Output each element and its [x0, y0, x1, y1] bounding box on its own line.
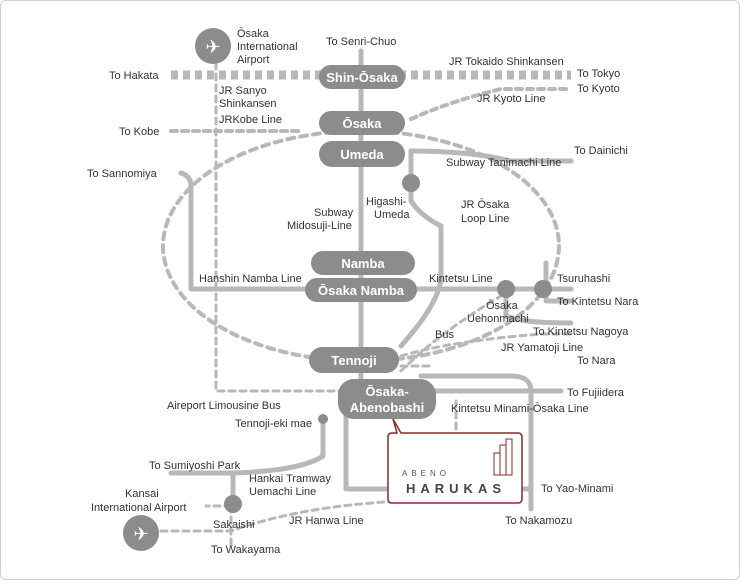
label-kansai-airport-1: Kansai — [125, 488, 159, 500]
label-to-kobe: To Kobe — [119, 126, 159, 138]
harukas-building-icon — [493, 438, 513, 476]
label-higashi-umeda-1: Higashi- — [366, 196, 407, 208]
logo-harukas: HARUKAS — [406, 481, 506, 496]
label-airport-itami-2: International — [237, 41, 298, 53]
label-jr-sanyo-2: Shinkansen — [219, 98, 277, 110]
label-jr-hanwa: JR Hanwa Line — [289, 515, 364, 527]
kintetsu-nagoya-line — [503, 290, 574, 326]
label-to-nara: To Nara — [577, 355, 616, 367]
label-subway-tanimachi: Subway Tanimachi Line — [446, 157, 561, 169]
label-airport-itami-3: Airport — [237, 54, 269, 66]
airplane-icon-kansai: ✈ — [133, 524, 148, 544]
svg-text:Namba: Namba — [341, 256, 385, 271]
label-to-yao-minami: To Yao-Minami — [541, 483, 613, 495]
label-to-dainichi: To Dainichi — [574, 145, 628, 157]
label-jr-osaka-loop-1: JR Ōsaka — [461, 199, 510, 211]
svg-text:Shin-Ōsaka: Shin-Ōsaka — [326, 70, 398, 85]
tanimachi-north — [408, 148, 574, 164]
abeno-harukas-callout[interactable]: ABENO HARUKAS — [387, 418, 523, 504]
label-to-sannomiya: To Sannomiya — [87, 168, 158, 180]
airplane-icon: ✈ — [205, 37, 220, 57]
hanshin-namba-line — [178, 170, 574, 292]
label-to-kintetsu-nara: To Kintetsu Nara — [557, 296, 639, 308]
label-hanshin-namba: Hanshin Namba Line — [199, 273, 302, 285]
station-umeda[interactable]: Umeda — [319, 141, 405, 167]
jr-kobe-kyoto-line — [169, 87, 573, 133]
label-subway-midosuji-2: Midosuji-Line — [287, 220, 352, 232]
station-tennoji[interactable]: Tennoji — [309, 347, 399, 373]
label-bus: Bus — [435, 329, 454, 341]
dot-higashi-umeda — [402, 174, 420, 192]
station-osaka-namba[interactable]: Ōsaka Namba — [305, 278, 417, 302]
label-subway-midosuji-1: Subway — [314, 207, 354, 219]
dot-tennoji-eki-mae — [318, 414, 328, 424]
label-to-wakayama: To Wakayama — [211, 544, 281, 556]
svg-text:Ōsaka: Ōsaka — [342, 116, 382, 131]
dot-sakaishi — [224, 495, 242, 513]
label-kansai-airport-2: International Airport — [91, 502, 186, 514]
station-namba[interactable]: Namba — [311, 251, 415, 275]
label-airport-limousine-bus: Aireport Limousine Bus — [167, 400, 281, 412]
tanimachi-line — [398, 148, 444, 349]
label-to-kyoto: To Kyoto — [577, 83, 620, 95]
label-kintetsu-line: Kintetsu Line — [429, 273, 493, 285]
label-to-senri-chuo: To Senri-Chuo — [326, 36, 396, 48]
label-to-hakata: To Hakata — [109, 70, 159, 82]
label-to-fujiidera: To Fujiidera — [567, 387, 625, 399]
tsuruhashi-line — [543, 260, 574, 304]
station-osaka-abenobashi[interactable]: Ōsaka- Abenobashi — [338, 379, 436, 419]
label-jr-osaka-loop-2: Loop Line — [461, 213, 509, 225]
label-jr-kyoto-line: JR Kyoto Line — [477, 93, 545, 105]
label-tsuruhashi: Tsuruhashi — [557, 273, 610, 285]
label-jr-tokaido-shinkansen: JR Tokaido Shinkansen — [449, 56, 564, 68]
to-fujiidera — [418, 373, 534, 404]
label-to-tokyo: To Tokyo — [577, 68, 620, 80]
label-jr-kobe-line: JRKobe Line — [219, 114, 282, 126]
airport-kansai: ✈ — [123, 515, 159, 551]
label-to-nakamozu: To Nakamozu — [505, 515, 572, 527]
airport-itami: ✈ — [195, 28, 231, 64]
label-jr-yamatoji: JR Yamatoji Line — [501, 342, 583, 354]
label-hankai-2: Uemachi Line — [249, 486, 316, 498]
label-to-kintetsu-nagoya: To Kintetsu Nagoya — [533, 326, 629, 338]
station-shin-osaka[interactable]: Shin-Ōsaka — [319, 65, 405, 89]
station-osaka[interactable]: Ōsaka — [319, 111, 405, 135]
label-kintetsu-minami-osaka: Kintetsu Minami-Ōsaka Line — [451, 403, 589, 415]
svg-text:Abenobashi: Abenobashi — [350, 400, 424, 415]
svg-text:Ōsaka Namba: Ōsaka Namba — [318, 283, 405, 298]
label-sakaishi: Sakaishi — [213, 519, 255, 531]
label-higashi-umeda-2: Umeda — [374, 209, 410, 221]
labels: Ōsaka International Airport To Senri-Chu… — [87, 28, 639, 556]
label-tennoji-eki-mae: Tennoji-eki mae — [235, 418, 312, 430]
svg-text:Umeda: Umeda — [340, 147, 384, 162]
svg-text:Ōsaka-: Ōsaka- — [365, 384, 408, 399]
label-jr-sanyo-1: JR Sanyo — [219, 85, 267, 97]
label-osaka-uehonmachi-1: Ōsaka — [486, 300, 519, 312]
label-hankai-1: Hankai Tramway — [249, 473, 331, 485]
label-to-sumiyoshi-park: To Sumiyoshi Park — [149, 460, 241, 472]
logo-abeno: ABENO — [402, 469, 450, 478]
jr-yamatoji-line — [399, 332, 573, 358]
hankai-line — [168, 416, 326, 476]
svg-text:Tennoji: Tennoji — [331, 353, 376, 368]
jr-hanwa-line — [159, 499, 403, 533]
dot-tsuruhashi — [534, 280, 552, 298]
limousine-bus-route — [214, 61, 343, 393]
label-osaka-uehonmachi-2: Uehonmachi — [467, 313, 529, 325]
dot-uehonmachi — [497, 280, 515, 298]
label-airport-itami-1: Ōsaka — [237, 28, 270, 40]
uehonmachi-bus — [399, 291, 508, 373]
